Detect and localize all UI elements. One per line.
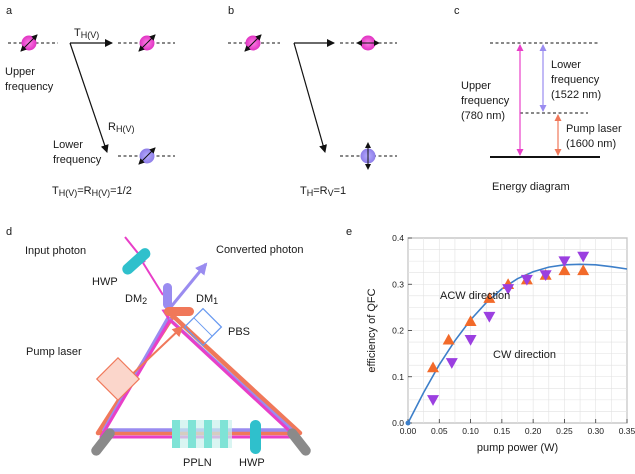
energy-diagram-caption: Energy diagram [492,181,570,193]
dm1-label: DM1 [196,293,218,306]
dm1-mirror [164,307,194,316]
qfc-efficiency-chart: 0.00 0.05 0.10 0.15 0.20 0.25 0.30 0.35 0.0 0.1 0.… [366,233,635,454]
cw-direction-label: CW direction [493,349,556,361]
converted-photon-beam [168,262,208,309]
reflection-arrow [293,42,327,153]
acw-direction-label: ACW direction [440,290,510,302]
x-tick-label: 0.20 [525,426,542,436]
x-tick-label: 0.30 [587,426,604,436]
cw-point [577,251,590,263]
input-photon-label: Input photon [25,245,86,257]
panel-d: d [6,226,311,469]
hwp-top-element [122,248,151,275]
c-lower-label-2: frequency [551,74,600,86]
diagonal-polarization-arrow [244,34,262,52]
c-upper-label-3: (780 nm) [461,110,505,122]
lower-frequency-label-1: Lower [53,139,83,151]
cw-point [464,334,477,346]
y-axis-label: efficiency of QFC [366,288,378,372]
ppln-label: PPLN [183,457,212,469]
panel-letter-c: c [454,5,460,17]
reflection-arrow [69,42,109,153]
input-photon-beam [139,257,164,296]
panel-e: e 0.00 0.05 0.10 0.15 0.20 0.25 0.30 0.35 0.0 0.1… [346,226,635,454]
x-tick-label: 0.35 [619,426,635,436]
panel-letter-a: a [6,5,13,17]
dm2-label: DM2 [125,293,147,306]
acw-point [558,264,571,276]
y-tick-label: 0.1 [392,372,404,382]
cw-point [520,274,533,286]
pbs-label: PBS [228,326,250,338]
origin-point [405,420,411,426]
x-tick-label: 0.15 [494,426,511,436]
y-tick-label: 0.2 [392,326,404,336]
hwp-top-label: HWP [92,276,118,288]
panel-letter-d: d [6,226,12,238]
panel-b-equation: TH=RV=1 [300,185,346,198]
panel-a-equation: TH(V)=RH(V)=1/2 [52,185,132,198]
acw-point [442,333,455,345]
pump-laser-label: Pump laser [26,346,82,358]
c-lower-label-1: Lower [551,59,581,71]
c-pump-label-1: Pump laser [566,123,622,135]
pump-input-beam [124,325,184,382]
x-tick-label: 0.05 [431,426,448,436]
x-axis-label: pump power (W) [477,442,558,454]
lower-frequency-label-2: frequency [53,154,102,166]
panel-letter-e: e [346,226,352,238]
c-upper-label-2: frequency [461,95,510,107]
cw-point [502,284,515,295]
right-corner-mirror [287,428,311,456]
dm2-mirror [163,283,172,309]
ppln-crystal [172,420,232,448]
y-tick-label: 0.3 [392,279,404,289]
c-pump-label-2: (1600 nm) [566,138,616,150]
left-corner-mirror [91,428,115,456]
panel-letter-b: b [228,5,234,17]
hwp-bottom-label: HWP [239,457,265,469]
output-polarization-arrow [138,34,156,52]
x-tick-label: 0.10 [462,426,479,436]
pbs-cube [183,307,223,347]
y-tick-label: 0.4 [392,233,404,243]
acw-point [427,361,440,373]
reflection-label: RH(V) [108,121,134,134]
hwp-bottom-element [250,420,261,454]
x-tick-label: 0.25 [556,426,573,436]
diagonal-polarization-arrow [20,34,38,52]
y-tick-label: 0.0 [392,418,404,428]
upper-frequency-label-1: Upper [5,66,35,78]
acw-point [577,264,590,276]
panel-b: b TH=RV=1 [228,5,397,198]
acw-point [464,315,477,327]
cw-point [427,395,440,406]
cw-point [445,358,458,369]
cw-point [483,311,496,323]
panel-c: c Upper frequency (780 nm) Lower frequen… [454,5,622,193]
upper-frequency-label-2: frequency [5,81,54,93]
c-lower-label-3: (1522 nm) [551,89,601,101]
c-upper-label-1: Upper [461,80,491,92]
pump-laser-box [95,356,141,402]
fit-curve [407,263,628,424]
cw-point [539,270,552,281]
panel-a: a Upper frequency TH(V) RH(V) Lower freq… [5,5,175,198]
cw-point [558,256,571,268]
x-tick-label: 0.00 [400,426,417,436]
acw-point [483,292,496,303]
converted-photon-label: Converted photon [216,244,303,256]
transmission-label: TH(V) [74,27,99,40]
lower-polarization-arrow [138,147,156,165]
